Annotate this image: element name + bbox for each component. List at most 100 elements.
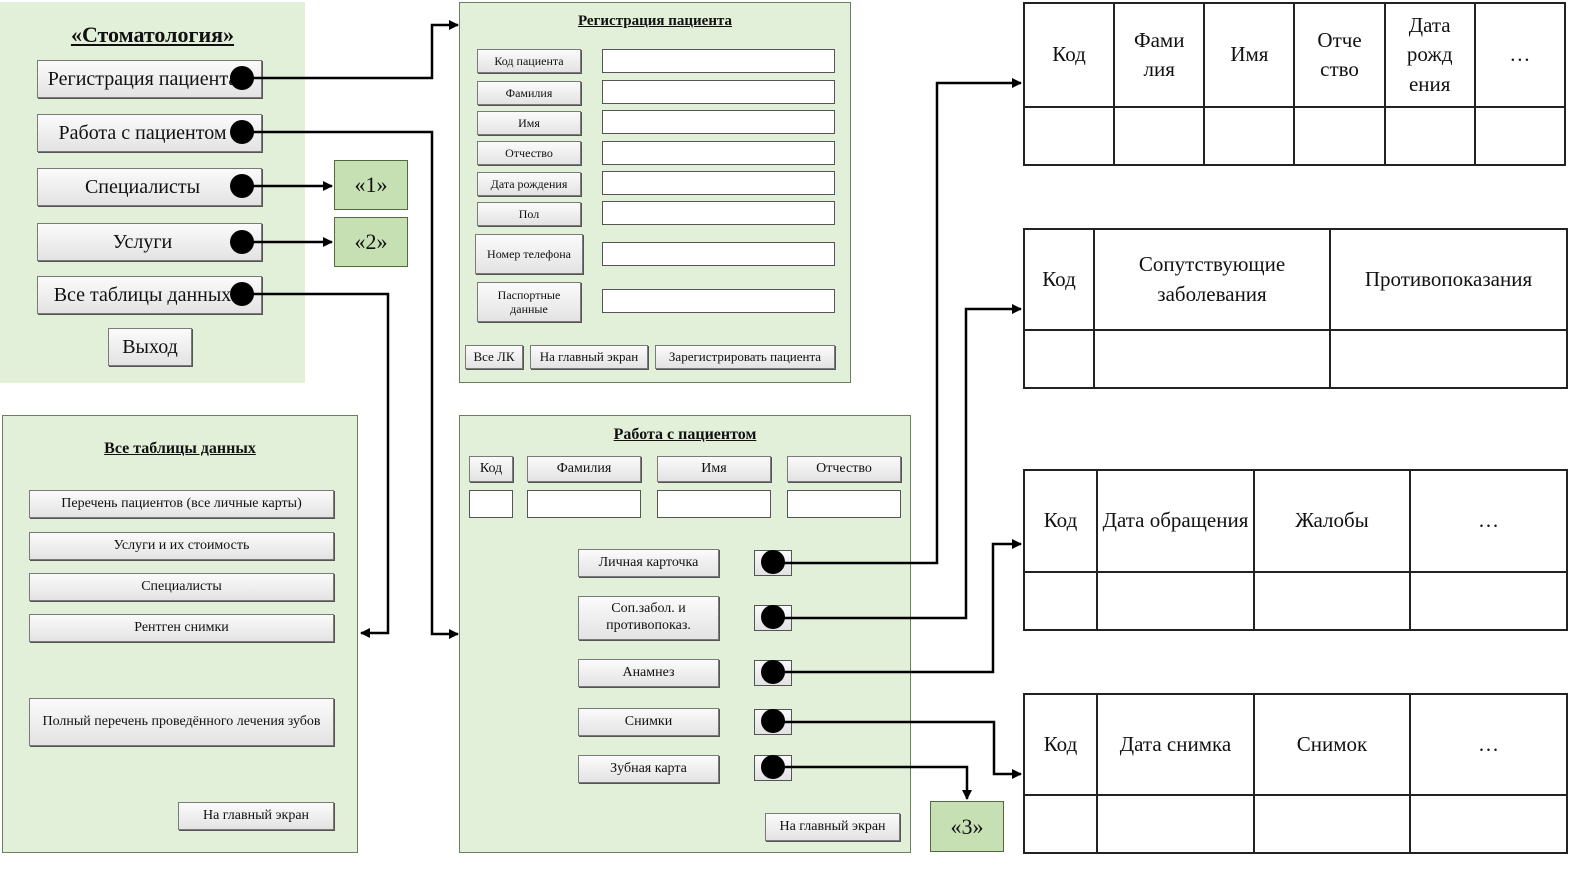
images-col-code: Код bbox=[1023, 693, 1098, 796]
register-patient-button[interactable]: Зарегистрировать пациента bbox=[655, 345, 835, 369]
services-button[interactable]: Услуги bbox=[37, 223, 262, 261]
patient-work-button[interactable]: Работа с пациентом bbox=[37, 114, 262, 152]
patient-work-connector-dot bbox=[230, 120, 254, 144]
all-tables-home-button[interactable]: На главный экран bbox=[178, 802, 334, 830]
specialists-button[interactable]: Специалисты bbox=[37, 168, 262, 206]
services-cost-button[interactable]: Услуги и их стоимость bbox=[29, 532, 334, 560]
patient-registration-button[interactable]: Регистрация пациента bbox=[37, 60, 262, 98]
all-tables-connector-dot bbox=[230, 282, 254, 306]
all-tables-button[interactable]: Все таблицы данных bbox=[37, 276, 262, 314]
passport-label: Паспортные данные bbox=[477, 282, 581, 322]
registration-connector-dot bbox=[230, 66, 254, 90]
arrow-images bbox=[775, 720, 1022, 779]
dental-chart-button[interactable]: Зубная карта bbox=[578, 755, 719, 783]
images-col-image: Снимок bbox=[1253, 693, 1411, 796]
patronymic-search-field[interactable] bbox=[787, 490, 901, 518]
anamnesis-col-code: Код bbox=[1023, 469, 1098, 573]
personal-card-button[interactable]: Личная карточка bbox=[578, 549, 719, 577]
exit-button[interactable]: Выход bbox=[108, 328, 192, 366]
all-cards-button[interactable]: Все ЛК bbox=[465, 345, 523, 369]
table-cell bbox=[1023, 571, 1098, 631]
registration-panel: Регистрация пациента Код пациента Фамили… bbox=[459, 2, 851, 383]
table-cell bbox=[1383, 106, 1476, 166]
surname-field[interactable] bbox=[602, 80, 835, 104]
code-header: Код bbox=[469, 456, 513, 482]
phone-field[interactable] bbox=[602, 242, 835, 266]
all-tables-panel: Все таблицы данных Перечень пациентов (в… bbox=[2, 415, 358, 853]
patients-list-button[interactable]: Перечень пациентов (все личные карты) bbox=[29, 490, 334, 518]
table-cell bbox=[1022, 106, 1116, 166]
table-cell bbox=[1096, 571, 1255, 631]
name-label: Имя bbox=[477, 111, 581, 135]
arrow-anamnesis bbox=[775, 539, 1022, 674]
gender-label: Пол bbox=[477, 202, 581, 226]
anamnesis-table: Код Дата обращения Жалобы … bbox=[1023, 469, 1568, 631]
anamnesis-col-more: … bbox=[1409, 469, 1568, 573]
name-header: Имя bbox=[657, 456, 771, 482]
personal-card-col-patronymic: Отче ство bbox=[1293, 2, 1386, 108]
patronymic-field[interactable] bbox=[602, 141, 835, 165]
patient-work-title: Работа с пациентом bbox=[613, 426, 757, 443]
birth-date-field[interactable] bbox=[602, 171, 835, 195]
name-field[interactable] bbox=[602, 110, 835, 134]
conditions-col-contraindications: Противопоказания bbox=[1329, 228, 1568, 331]
marker-2: «2» bbox=[334, 217, 408, 267]
personal-card-col-surname: Фами лия bbox=[1113, 2, 1206, 108]
registration-title: Регистрация пациента bbox=[577, 13, 733, 29]
images-button[interactable]: Снимки bbox=[578, 708, 719, 736]
patient-code-field[interactable] bbox=[602, 49, 835, 73]
patient-work-panel: Работа с пациентом Код Фамилия Имя Отчес… bbox=[459, 415, 911, 853]
images-connector-dot bbox=[761, 709, 785, 733]
personal-card-col-birth-date: Дата рожд ения bbox=[1383, 2, 1476, 108]
patient-code-label: Код пациента bbox=[477, 49, 581, 73]
arrow-all-tables bbox=[244, 292, 390, 638]
treatment-list-button[interactable]: Полный перечень проведённого лечения зуб… bbox=[29, 698, 334, 746]
table-cell bbox=[1409, 794, 1568, 854]
personal-card-col-code: Код bbox=[1022, 2, 1116, 108]
specialists-connector-dot bbox=[230, 174, 254, 198]
name-search-field[interactable] bbox=[657, 490, 771, 518]
gender-field[interactable] bbox=[602, 201, 835, 225]
table-cell bbox=[1329, 329, 1568, 389]
images-col-more: … bbox=[1409, 693, 1568, 796]
table-cell bbox=[1203, 106, 1296, 166]
anamnesis-button[interactable]: Анамнез bbox=[578, 659, 719, 687]
surname-label: Фамилия bbox=[477, 81, 581, 105]
conditions-button[interactable]: Соп.забол. и противопоказ. bbox=[578, 596, 719, 640]
specialists-list-button[interactable]: Специалисты bbox=[29, 573, 334, 601]
dental-chart-connector-dot bbox=[761, 755, 785, 779]
arrow-registration bbox=[244, 20, 459, 80]
patronymic-label: Отчество bbox=[477, 141, 581, 165]
arrow-dental-chart bbox=[775, 765, 972, 800]
patronymic-header: Отчество bbox=[787, 456, 901, 482]
all-tables-title: Все таблицы данных bbox=[104, 440, 256, 457]
conditions-connector-dot bbox=[761, 605, 785, 629]
code-field[interactable] bbox=[469, 490, 513, 518]
main-menu-panel: «Стоматология» Регистрация пациента Рабо… bbox=[0, 2, 305, 383]
conditions-col-concomitant: Сопутствующие заболевания bbox=[1093, 228, 1331, 331]
surname-header: Фамилия bbox=[527, 456, 641, 482]
registration-home-button[interactable]: На главный экран bbox=[530, 345, 648, 369]
xray-button[interactable]: Рентген снимки bbox=[29, 614, 334, 642]
table-cell bbox=[1113, 106, 1206, 166]
table-cell bbox=[1473, 106, 1567, 166]
table-cell bbox=[1096, 794, 1255, 854]
table-cell bbox=[1253, 571, 1411, 631]
images-table: Код Дата снимка Снимок … bbox=[1023, 693, 1568, 854]
table-cell bbox=[1253, 794, 1411, 854]
personal-card-col-more: … bbox=[1473, 2, 1567, 108]
passport-field[interactable] bbox=[602, 289, 835, 313]
table-cell bbox=[1409, 571, 1568, 631]
table-cell bbox=[1023, 794, 1098, 854]
marker-1: «1» bbox=[334, 160, 408, 210]
surname-search-field[interactable] bbox=[527, 490, 641, 518]
conditions-table: Код Сопутствующие заболевания Противопок… bbox=[1023, 228, 1568, 389]
personal-card-col-name: Имя bbox=[1203, 2, 1296, 108]
arrow-conditions bbox=[775, 304, 1022, 620]
conditions-col-code: Код bbox=[1023, 228, 1095, 331]
marker-3: «3» bbox=[930, 801, 1004, 852]
patient-work-home-button[interactable]: На главный экран bbox=[765, 813, 900, 841]
table-cell bbox=[1293, 106, 1386, 166]
personal-card-connector-dot bbox=[761, 550, 785, 574]
